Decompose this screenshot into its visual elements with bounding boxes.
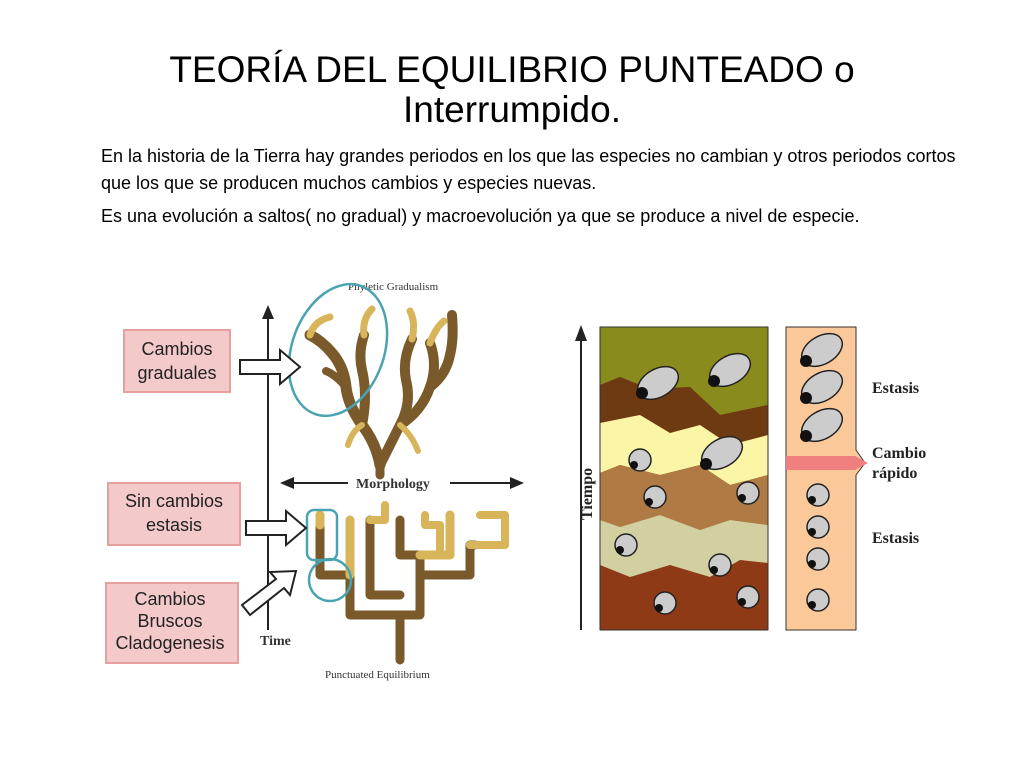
slide-title: TEORÍA DEL EQUILIBRIO PUNTEADO o Interru… bbox=[0, 50, 1024, 130]
svg-text:Cambios: Cambios bbox=[141, 339, 212, 359]
svg-text:estasis: estasis bbox=[146, 515, 202, 535]
morphology-arrowhead-right bbox=[510, 477, 524, 489]
stasis-top-label: Estasis bbox=[872, 380, 919, 397]
time-axis-arrowhead bbox=[262, 305, 274, 319]
gradualism-tree bbox=[304, 305, 458, 480]
title-line-1: TEORÍA DEL EQUILIBRIO PUNTEADO o bbox=[169, 49, 855, 90]
cladogenesis-pointer-arrow bbox=[240, 569, 298, 617]
panel-large-shells bbox=[800, 332, 844, 443]
title-line-2: Interrumpido. bbox=[403, 89, 621, 130]
stasis-pointer-arrow bbox=[245, 508, 308, 548]
punctuated-equilibrium-caption: Punctuated Equilibrium bbox=[325, 669, 430, 681]
time-axis-label: Time bbox=[260, 634, 291, 649]
paragraph-1: En la historia de la Tierra hay grandes … bbox=[101, 146, 956, 193]
morphology-axis-label: Morphology bbox=[356, 477, 430, 492]
gradual-pointer-arrow bbox=[239, 347, 302, 387]
small-fossil-shells bbox=[614, 448, 760, 615]
fossil-strata-diagram: Tiempo bbox=[575, 325, 926, 631]
rapid-change-arrow bbox=[786, 456, 868, 470]
svg-text:Sin cambios: Sin cambios bbox=[125, 491, 223, 511]
svg-text:Cambios: Cambios bbox=[134, 589, 205, 609]
abrupt-changes-label: Cambios Bruscos Cladogenesis bbox=[105, 582, 239, 664]
morphology-arrowhead-left bbox=[280, 477, 294, 489]
paragraph-2: Es una evolución a saltos( no gradual) y… bbox=[101, 206, 860, 226]
cladogenesis-highlight-circle bbox=[307, 557, 353, 603]
panel-small-shells bbox=[806, 483, 830, 612]
stasis-bottom-label: Estasis bbox=[872, 530, 919, 547]
large-fossil-shells bbox=[636, 352, 752, 471]
tiempo-label: Tiempo bbox=[579, 468, 596, 520]
gradualism-highlight-circle bbox=[287, 282, 389, 418]
tiempo-axis-arrowhead bbox=[575, 325, 587, 341]
rapid-change-label-2: rápido bbox=[872, 465, 917, 482]
evolution-models-diagram: Phyletic Gradualism Punctuated Equilibri… bbox=[105, 281, 524, 681]
punctuated-tree bbox=[315, 501, 509, 665]
svg-text:Bruscos: Bruscos bbox=[137, 611, 202, 631]
svg-text:Cladogenesis: Cladogenesis bbox=[115, 633, 224, 653]
stasis-label: Sin cambios estasis bbox=[107, 482, 241, 546]
svg-text:graduales: graduales bbox=[137, 363, 216, 383]
gradual-changes-label: Cambios graduales bbox=[123, 329, 231, 393]
rapid-change-label-1: Cambio bbox=[872, 445, 926, 462]
